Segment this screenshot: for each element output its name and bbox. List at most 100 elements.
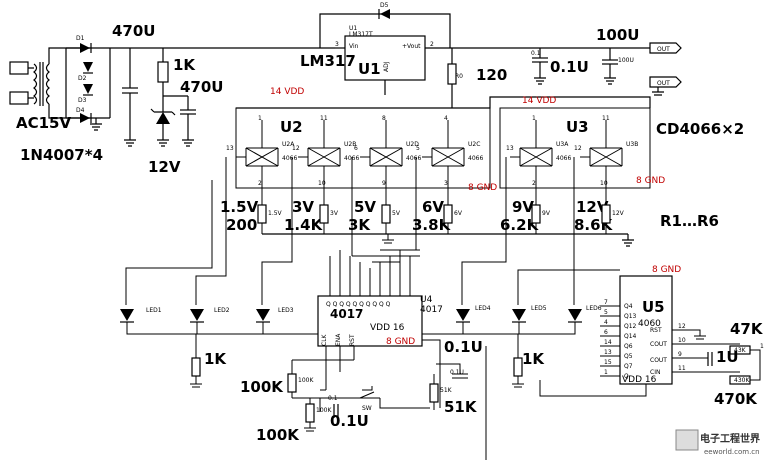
svg-text:+Vout: +Vout [402,43,421,50]
v6-label: 12V [576,198,609,216]
svg-text:Q14: Q14 [624,333,637,340]
vdd14-label-u3: 14 VDD [522,96,556,106]
led-5: LED5 [512,305,547,323]
r-4017-1k-right-label: 1K [522,350,545,368]
led-6: LED6 [568,305,602,323]
switch-u3b: U3B [589,120,638,195]
svg-text:SW: SW [362,405,372,412]
svg-text:D3: D3 [78,97,87,104]
r-adj-label: 120 [476,66,507,84]
svg-text:1.5V: 1.5V [268,210,283,217]
svg-text:D1: D1 [76,35,85,42]
svg-text:13: 13 [226,145,234,152]
svg-text:U2B: U2B [344,141,356,148]
svg-text:12V: 12V [612,210,625,217]
cd4066-label: CD4066×2 [656,120,744,138]
svg-text:4066: 4066 [468,155,483,162]
svg-text:Q Q Q Q Q Q Q Q Q Q: Q Q Q Q Q Q Q Q Q Q [326,301,391,308]
gnd8-4060-label: 8 GND [652,265,681,275]
vdd16-4060-label: VDD 16 [622,375,657,385]
svg-text:1: 1 [604,369,608,376]
c-4017-small-label: 0.1U [450,369,464,376]
svg-text:51K: 51K [440,387,453,394]
v5-label: 9V [512,198,534,216]
diodes-label: 1N4007*4 [20,146,103,164]
svg-text:3: 3 [335,41,339,48]
u3-label: U3 [566,118,589,136]
svg-text:0.1: 0.1 [328,395,338,402]
led-3: LED3 [256,307,294,323]
r1-label: 200 [226,216,257,234]
svg-text:LM317T: LM317T [349,31,373,38]
svg-text:7: 7 [604,299,608,306]
svg-text:6: 6 [354,145,358,152]
svg-text:10: 10 [678,337,686,344]
output-capacitors: 0.1 0.1U 100U 100U OUT OUT [531,26,682,96]
led-2: LED2 [190,307,230,323]
c-1u-label: 1U [716,348,739,366]
svg-text:Q7: Q7 [624,363,633,370]
r-4017-1k-label: 1K [204,350,227,368]
c-4017-label: 0.1U [444,338,483,356]
cd4017-counter: Q Q Q Q Q Q Q Q Q Q 4017 U4 4017 VDD 16 … [317,249,483,408]
svg-text:3V: 3V [330,210,339,217]
svg-text:Q4: Q4 [624,303,633,310]
led-1: LED1 [120,307,162,323]
svg-text:2: 2 [532,180,536,187]
svg-text:12: 12 [574,145,582,152]
svg-text:100U: 100U [618,57,634,64]
svg-text:CIN: CIN [650,369,660,376]
svg-text:Q12: Q12 [624,323,637,330]
svg-text:1: 1 [258,115,262,122]
svg-text:2: 2 [430,41,434,48]
svg-text:1: 1 [760,343,764,350]
led-4: LED4 [456,305,491,323]
c-out-small-label: 0.1U [550,58,589,76]
svg-text:U2D: U2D [406,141,419,148]
svg-text:9V: 9V [542,210,551,217]
gnd8-u2-label: 8 GND [468,183,497,193]
ic4017-ref-label: U4 [420,295,433,305]
svg-text:LED5: LED5 [531,305,547,312]
svg-text:Q6: Q6 [624,343,633,350]
r5-label: 6.2K [500,216,540,234]
svg-text:COUT: COUT [650,341,667,348]
u5-label: U5 [642,298,665,316]
switch-u3a: U3A 4066 [519,120,571,195]
svg-text:12: 12 [292,145,300,152]
logo-text: 电子工程世界 [700,432,760,445]
svg-text:100K: 100K [316,407,332,414]
svg-text:Vin: Vin [349,43,359,50]
svg-text:Q13: Q13 [624,313,637,320]
eeworld-logo: 电子工程世界 eeworld.com.cn [675,429,760,456]
svg-text:LED4: LED4 [475,305,491,312]
svg-text:6V: 6V [454,210,463,217]
svg-text:CLK: CLK [321,333,328,346]
svg-text:5V: 5V [392,210,401,217]
svg-text:LED6: LED6 [586,305,602,312]
svg-text:100K: 100K [298,377,314,384]
c-in-label: 470U [112,22,156,40]
svg-text:9: 9 [678,351,682,358]
r-51k-label: 51K [444,398,478,416]
gnd8-u3-label: 8 GND [636,176,665,186]
transformer-label: AC15V [16,114,71,132]
ic4017-label: 4017 [330,307,363,321]
svg-text:LED3: LED3 [278,307,294,314]
svg-text:13: 13 [604,349,612,356]
r4-label: 3.8K [412,216,452,234]
cd4066-switch-bank: 14 VDD 14 VDD U2 U3 CD4066×2 8 GND 8 GND… [226,87,744,195]
svg-text:8: 8 [382,115,386,122]
reset-network: 100K 100K 100K 100K 0.1 0.1U SW 51K 51K [240,359,478,444]
svg-text:14: 14 [604,339,612,346]
r-100k-a-label: 100K [240,378,284,396]
ic4060-label: 4060 [638,319,661,329]
out-port-label: OUT [657,46,670,53]
v3-label: 5V [354,198,376,216]
svg-text:4: 4 [444,115,448,122]
svg-text:4066: 4066 [556,155,571,162]
svg-text:U3A: U3A [556,141,569,148]
